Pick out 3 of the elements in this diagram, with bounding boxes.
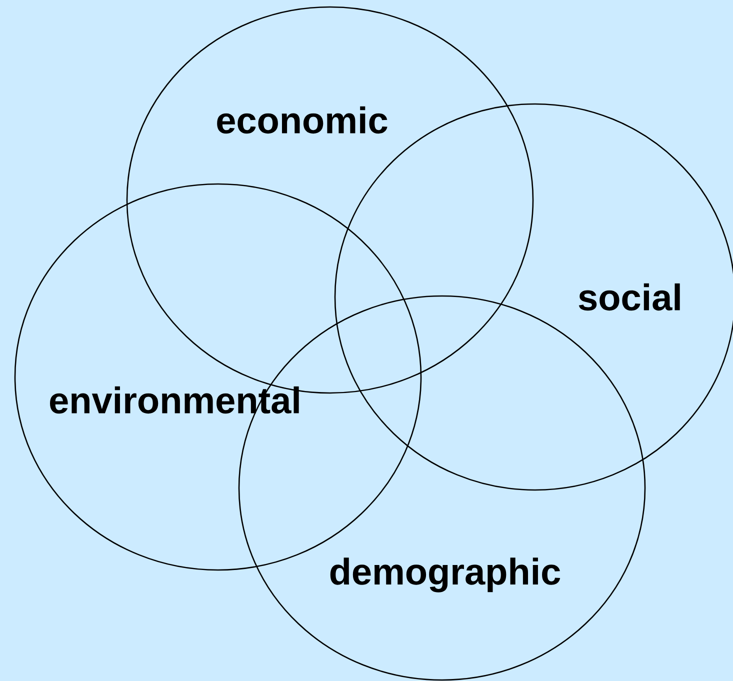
ellipse-label: economic [217, 106, 388, 134]
ellipse-label: social [578, 283, 680, 311]
ellipse-label: demographic [330, 558, 560, 592]
